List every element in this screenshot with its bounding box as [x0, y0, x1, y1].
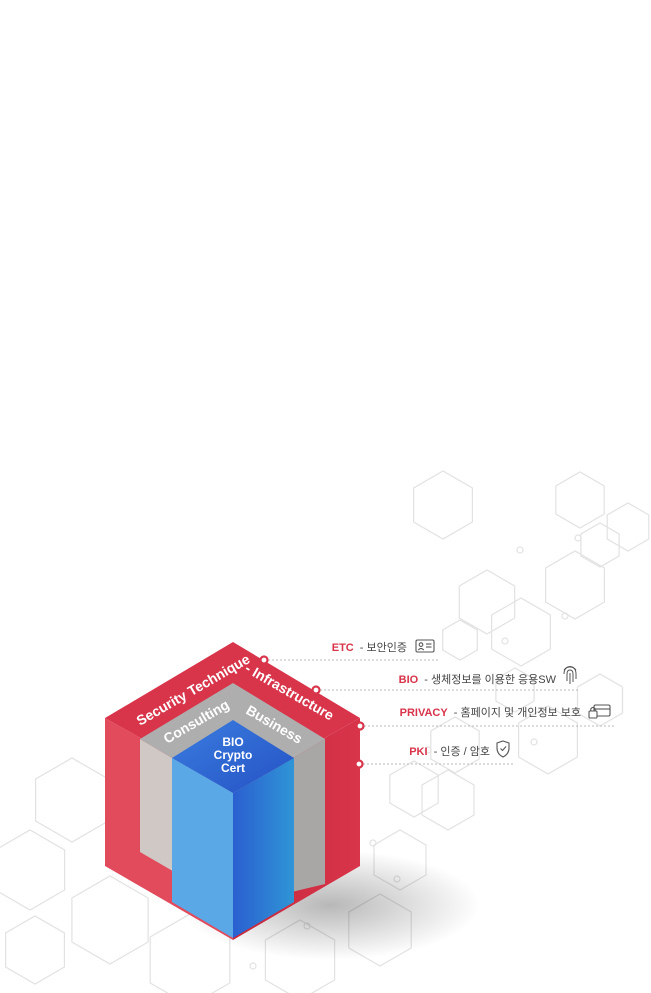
lock-card-icon [588, 704, 611, 719]
svg-text:ETC - 보안인증: ETC - 보안인증 [332, 641, 407, 654]
callout-dot-etc [259, 655, 269, 665]
core-left-face [172, 758, 233, 938]
callout-dot-pki [354, 759, 364, 769]
fingerprint-icon [563, 666, 577, 684]
hexagon-shape [491, 597, 552, 667]
core-top-face [172, 720, 294, 793]
hexagon-shape [576, 673, 624, 727]
hexagon-shape [580, 522, 620, 568]
hexagon-node-dot [369, 839, 377, 847]
callout-dot-bio [311, 685, 321, 695]
core-label-cert: Cert [221, 761, 245, 775]
callout-dots [259, 655, 365, 769]
core-label-bio: BIO [222, 735, 243, 749]
privacy-key: PRIVACY [400, 707, 449, 719]
hexagon-shape [34, 757, 110, 843]
svg-text:BIO - 생체정보를 이용한 응용SW: BIO - 생체정보를 이용한 응용SW [399, 673, 557, 686]
etc-key: ETC [332, 642, 354, 654]
hexagon-shape [517, 705, 579, 775]
callout-label-privacy: PRIVACY - 홈페이지 및 개인정보 보호 [400, 704, 611, 719]
bio-key: BIO [399, 674, 419, 686]
privacy-desc: - 홈페이지 및 개인정보 보호 [454, 705, 581, 719]
callout-dot-privacy [355, 721, 365, 731]
hexagon-shape [442, 619, 478, 661]
hexagon-node-dot [561, 612, 569, 620]
svg-text:PRIVACY - 홈페이지 및 개인정보 보호: PRIVACY - 홈페이지 및 개인정보 보호 [400, 705, 581, 719]
core-label-crypto: Crypto [214, 748, 253, 762]
id-card-icon [415, 639, 435, 653]
hexagon-shape [495, 667, 535, 713]
hexagon-shape [0, 829, 66, 911]
hexagon-node-dot [424, 746, 432, 754]
callout-label-pki: PKI - 인증 / 암호 [409, 740, 510, 758]
hexagon-node-dot [574, 534, 582, 542]
svg-text:PKI - 인증 / 암호: PKI - 인증 / 암호 [409, 745, 490, 758]
bio-desc: - 생체정보를 이용한 응용SW [424, 673, 556, 686]
hexagon-shape [458, 569, 516, 635]
hexagon-node-dot [501, 637, 509, 645]
hexagon-shape [544, 550, 606, 620]
security-cube: Security Technique - Infrastructure Cons… [105, 642, 360, 940]
hexagon-shape [421, 769, 475, 831]
etc-desc: - 보안인증 [360, 641, 407, 654]
hexagon-node-dot [516, 546, 524, 554]
hexagon-shape [71, 875, 149, 965]
core-right-face [233, 758, 294, 938]
pki-desc: - 인증 / 암호 [434, 745, 490, 758]
callout-label-etc: ETC - 보안인증 [332, 639, 435, 654]
hexagon-shape [389, 760, 439, 818]
hexagon-node-dot [249, 962, 257, 970]
hexagon-node-dot [530, 738, 538, 746]
hexagon-shape [413, 470, 473, 540]
shield-icon [496, 740, 510, 758]
callouts [264, 659, 614, 765]
hexagon-shape [555, 471, 605, 529]
callout-label-bio: BIO - 생체정보를 이용한 응용SW [399, 666, 577, 686]
pki-key: PKI [409, 746, 427, 758]
hexagon-shape [606, 502, 650, 552]
hexagon-shape [430, 716, 480, 774]
hexagon-shape [4, 915, 66, 985]
